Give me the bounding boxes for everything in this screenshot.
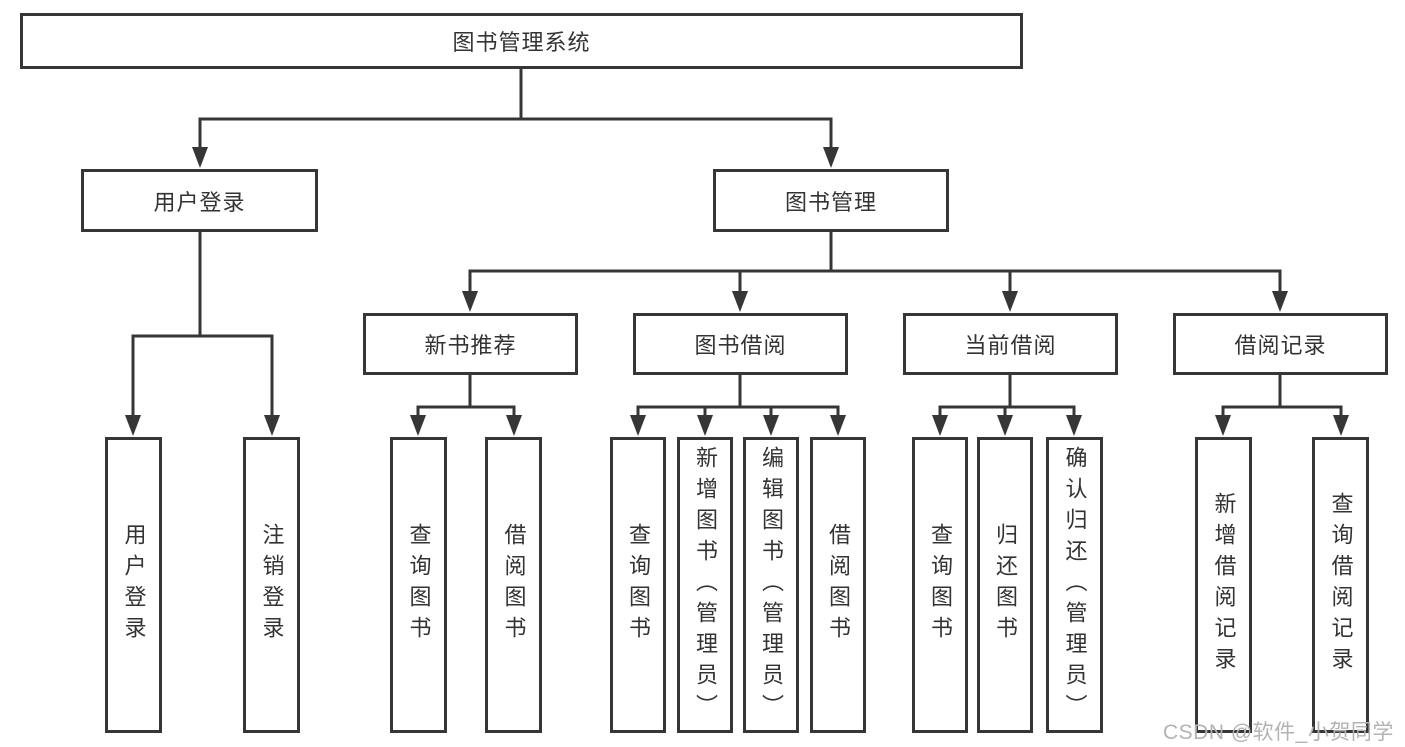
node-leaf-confirm-return-admin: 确认归还（管理员） bbox=[1046, 437, 1103, 733]
arrow-down-icon bbox=[1002, 291, 1018, 312]
node-borrow-records: 借阅记录 bbox=[1173, 313, 1388, 375]
node-leaf-user-login: 用户登录 bbox=[105, 437, 162, 733]
arrow-down-icon bbox=[763, 415, 779, 436]
edge-borrow-records-to-leaves bbox=[1215, 373, 1349, 436]
arrow-down-icon bbox=[830, 415, 846, 436]
node-leaf-add-books-admin: 新增图书（管理员） bbox=[677, 437, 733, 733]
node-leaf-add-borrow-record: 新增借阅记录 bbox=[1195, 437, 1252, 733]
node-root: 图书管理系统 bbox=[20, 13, 1023, 69]
arrow-down-icon bbox=[506, 415, 522, 436]
node-leaf-current-query-books: 查询图书 bbox=[912, 437, 968, 733]
arrow-down-icon bbox=[1333, 415, 1349, 436]
arrow-down-icon bbox=[192, 147, 208, 168]
edge-book-management-to-level3 bbox=[462, 230, 1288, 312]
edge-new-book-recommend-to-leaves bbox=[410, 373, 522, 436]
node-book-borrow: 图书借阅 bbox=[633, 313, 848, 375]
arrow-down-icon bbox=[630, 415, 646, 436]
leaf-label: 查询借阅记录 bbox=[1328, 492, 1354, 678]
node-book-management-label: 图书管理 bbox=[784, 189, 877, 215]
leaf-label: 新增借阅记录 bbox=[1211, 492, 1237, 678]
leaf-label: 借阅图书 bbox=[501, 523, 527, 647]
node-user-login: 用户登录 bbox=[81, 169, 318, 232]
node-root-label: 图书管理系统 bbox=[452, 30, 591, 55]
csdn-watermark: CSDN @软件_小贺同学 bbox=[1163, 721, 1394, 744]
arrow-down-icon bbox=[410, 415, 426, 436]
leaf-label: 用户登录 bbox=[121, 523, 147, 647]
arrow-down-icon bbox=[462, 291, 478, 312]
node-borrow-records-label: 借阅记录 bbox=[1234, 333, 1327, 358]
leaf-label: 编辑图书（管理员） bbox=[759, 445, 784, 725]
edge-book-borrow-to-leaves bbox=[630, 373, 846, 436]
leaf-label: 查询图书 bbox=[626, 523, 651, 647]
node-leaf-borrow-query-books: 查询图书 bbox=[610, 437, 666, 733]
leaf-label: 新增图书（管理员） bbox=[693, 445, 718, 725]
arrow-down-icon bbox=[1272, 291, 1288, 312]
arrow-down-icon bbox=[125, 415, 141, 436]
node-user-login-label: 用户登录 bbox=[153, 189, 246, 215]
node-leaf-logout: 注销登录 bbox=[243, 437, 300, 733]
node-leaf-query-borrow-record: 查询借阅记录 bbox=[1312, 437, 1369, 733]
arrow-down-icon bbox=[264, 415, 280, 436]
node-new-book-recommend: 新书推荐 bbox=[363, 313, 578, 375]
edge-current-borrow-to-leaves bbox=[932, 373, 1082, 436]
node-current-borrow: 当前借阅 bbox=[903, 313, 1118, 375]
node-leaf-return-books: 归还图书 bbox=[977, 437, 1033, 733]
leaf-label: 查询图书 bbox=[928, 523, 953, 647]
edge-user-login-to-leaves bbox=[125, 230, 280, 436]
arrow-down-icon bbox=[932, 415, 948, 436]
arrow-down-icon bbox=[997, 415, 1013, 436]
leaf-label: 注销登录 bbox=[259, 523, 285, 647]
arrow-down-icon bbox=[1066, 415, 1082, 436]
leaf-label: 借阅图书 bbox=[826, 523, 851, 647]
node-current-borrow-label: 当前借阅 bbox=[964, 333, 1057, 358]
node-leaf-recommend-query-books: 查询图书 bbox=[390, 437, 447, 733]
node-book-borrow-label: 图书借阅 bbox=[694, 333, 787, 358]
arrow-down-icon bbox=[1215, 415, 1231, 436]
leaf-label: 归还图书 bbox=[993, 523, 1018, 647]
arrow-down-icon bbox=[823, 147, 839, 168]
edge-root-to-level2 bbox=[192, 67, 839, 168]
node-leaf-borrow-books: 借阅图书 bbox=[810, 437, 866, 733]
arrow-down-icon bbox=[697, 415, 713, 436]
node-book-management: 图书管理 bbox=[713, 169, 949, 232]
node-new-book-recommend-label: 新书推荐 bbox=[424, 333, 517, 358]
leaf-label: 确认归还（管理员） bbox=[1062, 445, 1088, 725]
node-leaf-recommend-borrow-books: 借阅图书 bbox=[485, 437, 542, 733]
arrow-down-icon bbox=[732, 291, 748, 312]
leaf-label: 查询图书 bbox=[406, 523, 432, 647]
node-leaf-edit-books-admin: 编辑图书（管理员） bbox=[743, 437, 799, 733]
